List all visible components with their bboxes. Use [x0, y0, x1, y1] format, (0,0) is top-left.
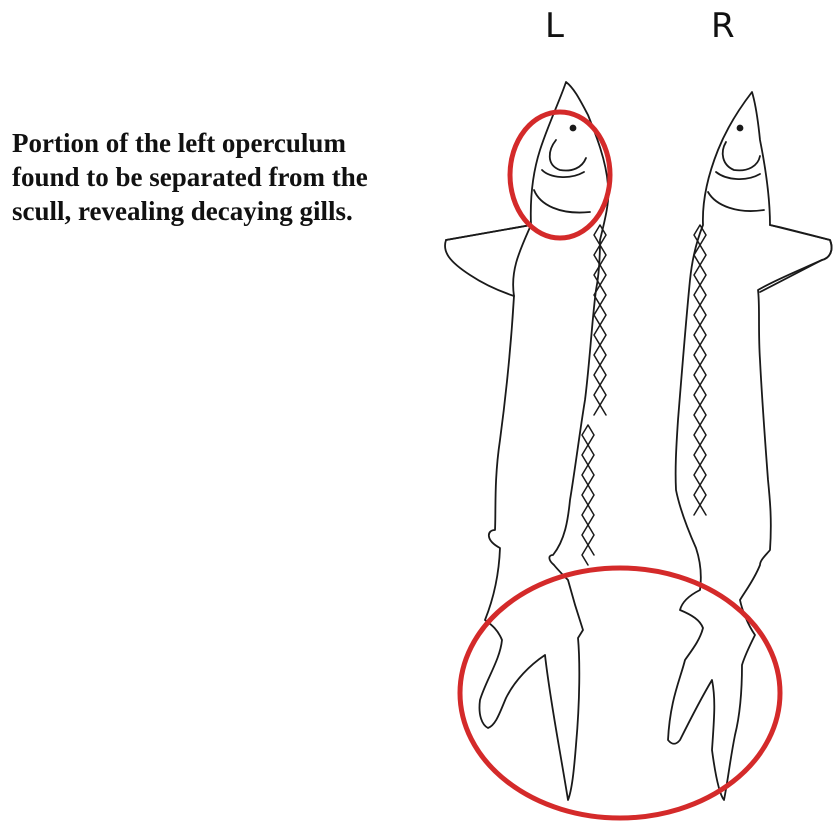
right-pectoral-fin — [760, 225, 832, 292]
right-fish-eye — [738, 126, 743, 131]
right-fish-outline — [668, 92, 832, 800]
left-fish-snout-line — [550, 140, 586, 171]
right-fish-scute-chain — [694, 225, 706, 515]
right-fish — [668, 92, 832, 800]
operculum-highlight-circle — [510, 112, 610, 238]
right-fish-operculum — [708, 192, 764, 211]
left-fish — [445, 82, 608, 800]
right-fish-snout-line — [723, 142, 760, 170]
left-fish-outline — [445, 82, 608, 800]
left-fish-eye — [571, 126, 576, 131]
left-fish-operculum — [534, 190, 590, 213]
right-fish-mouth — [716, 172, 760, 179]
